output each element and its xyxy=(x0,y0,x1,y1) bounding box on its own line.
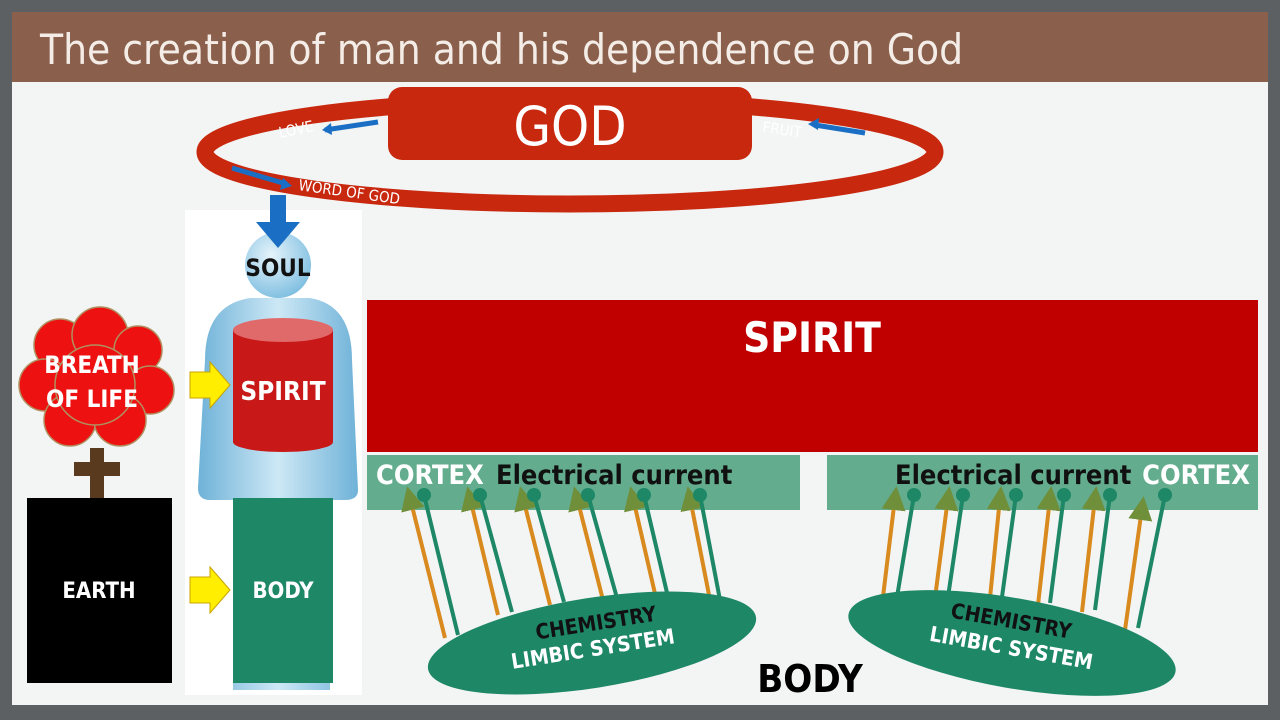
title-bar xyxy=(12,12,1268,82)
nerve-lines xyxy=(401,486,1172,639)
figure-body-label: BODY xyxy=(252,579,314,604)
yellow-arrow-icon xyxy=(189,360,231,410)
limbic-left: CHEMISTRY LIMBIC SYSTEM xyxy=(427,591,757,695)
down-arrow-icon xyxy=(256,195,300,248)
figure-body-box xyxy=(233,498,333,683)
spirit-banner-label: SPIRIT xyxy=(743,313,881,362)
soul-label: SOUL xyxy=(245,254,310,282)
plus-icon xyxy=(74,448,120,498)
breath-of-life-cloud: BREATH OF LIFE xyxy=(18,306,175,447)
soul-circle xyxy=(245,232,311,298)
spirit-cylinder xyxy=(233,330,333,442)
love-arrow-icon xyxy=(324,119,379,133)
yellow-arrow-icon xyxy=(189,565,231,615)
body-label: BODY xyxy=(757,657,864,701)
breath-label-1: BREATH xyxy=(44,351,139,379)
human-figure: SOUL SPIRIT BODY xyxy=(185,195,362,695)
limbic-right: CHEMISTRY LIMBIC SYSTEM xyxy=(848,590,1176,696)
earth-box xyxy=(27,498,172,683)
earth-label: EARTH xyxy=(62,579,135,604)
god-ring: GOD LOVE FRUIT WORD OF GOD xyxy=(196,87,944,213)
spirit-banner xyxy=(367,300,1258,452)
breath-label-2: OF LIFE xyxy=(46,385,138,413)
word-arrow-icon xyxy=(231,165,284,186)
god-box xyxy=(388,87,752,160)
cortex-right-label: CORTEX xyxy=(1142,460,1250,491)
current-left-label: Electrical current xyxy=(496,460,733,491)
fruit-arrow-icon xyxy=(814,122,866,136)
fruit-label: FRUIT xyxy=(761,118,803,141)
figure-spirit-label: SPIRIT xyxy=(240,377,325,407)
god-label: GOD xyxy=(513,95,626,158)
slide-title: The creation of man and his dependence o… xyxy=(39,25,963,74)
cortex-left-label: CORTEX xyxy=(376,460,484,491)
current-right-label: Electrical current xyxy=(895,460,1132,491)
